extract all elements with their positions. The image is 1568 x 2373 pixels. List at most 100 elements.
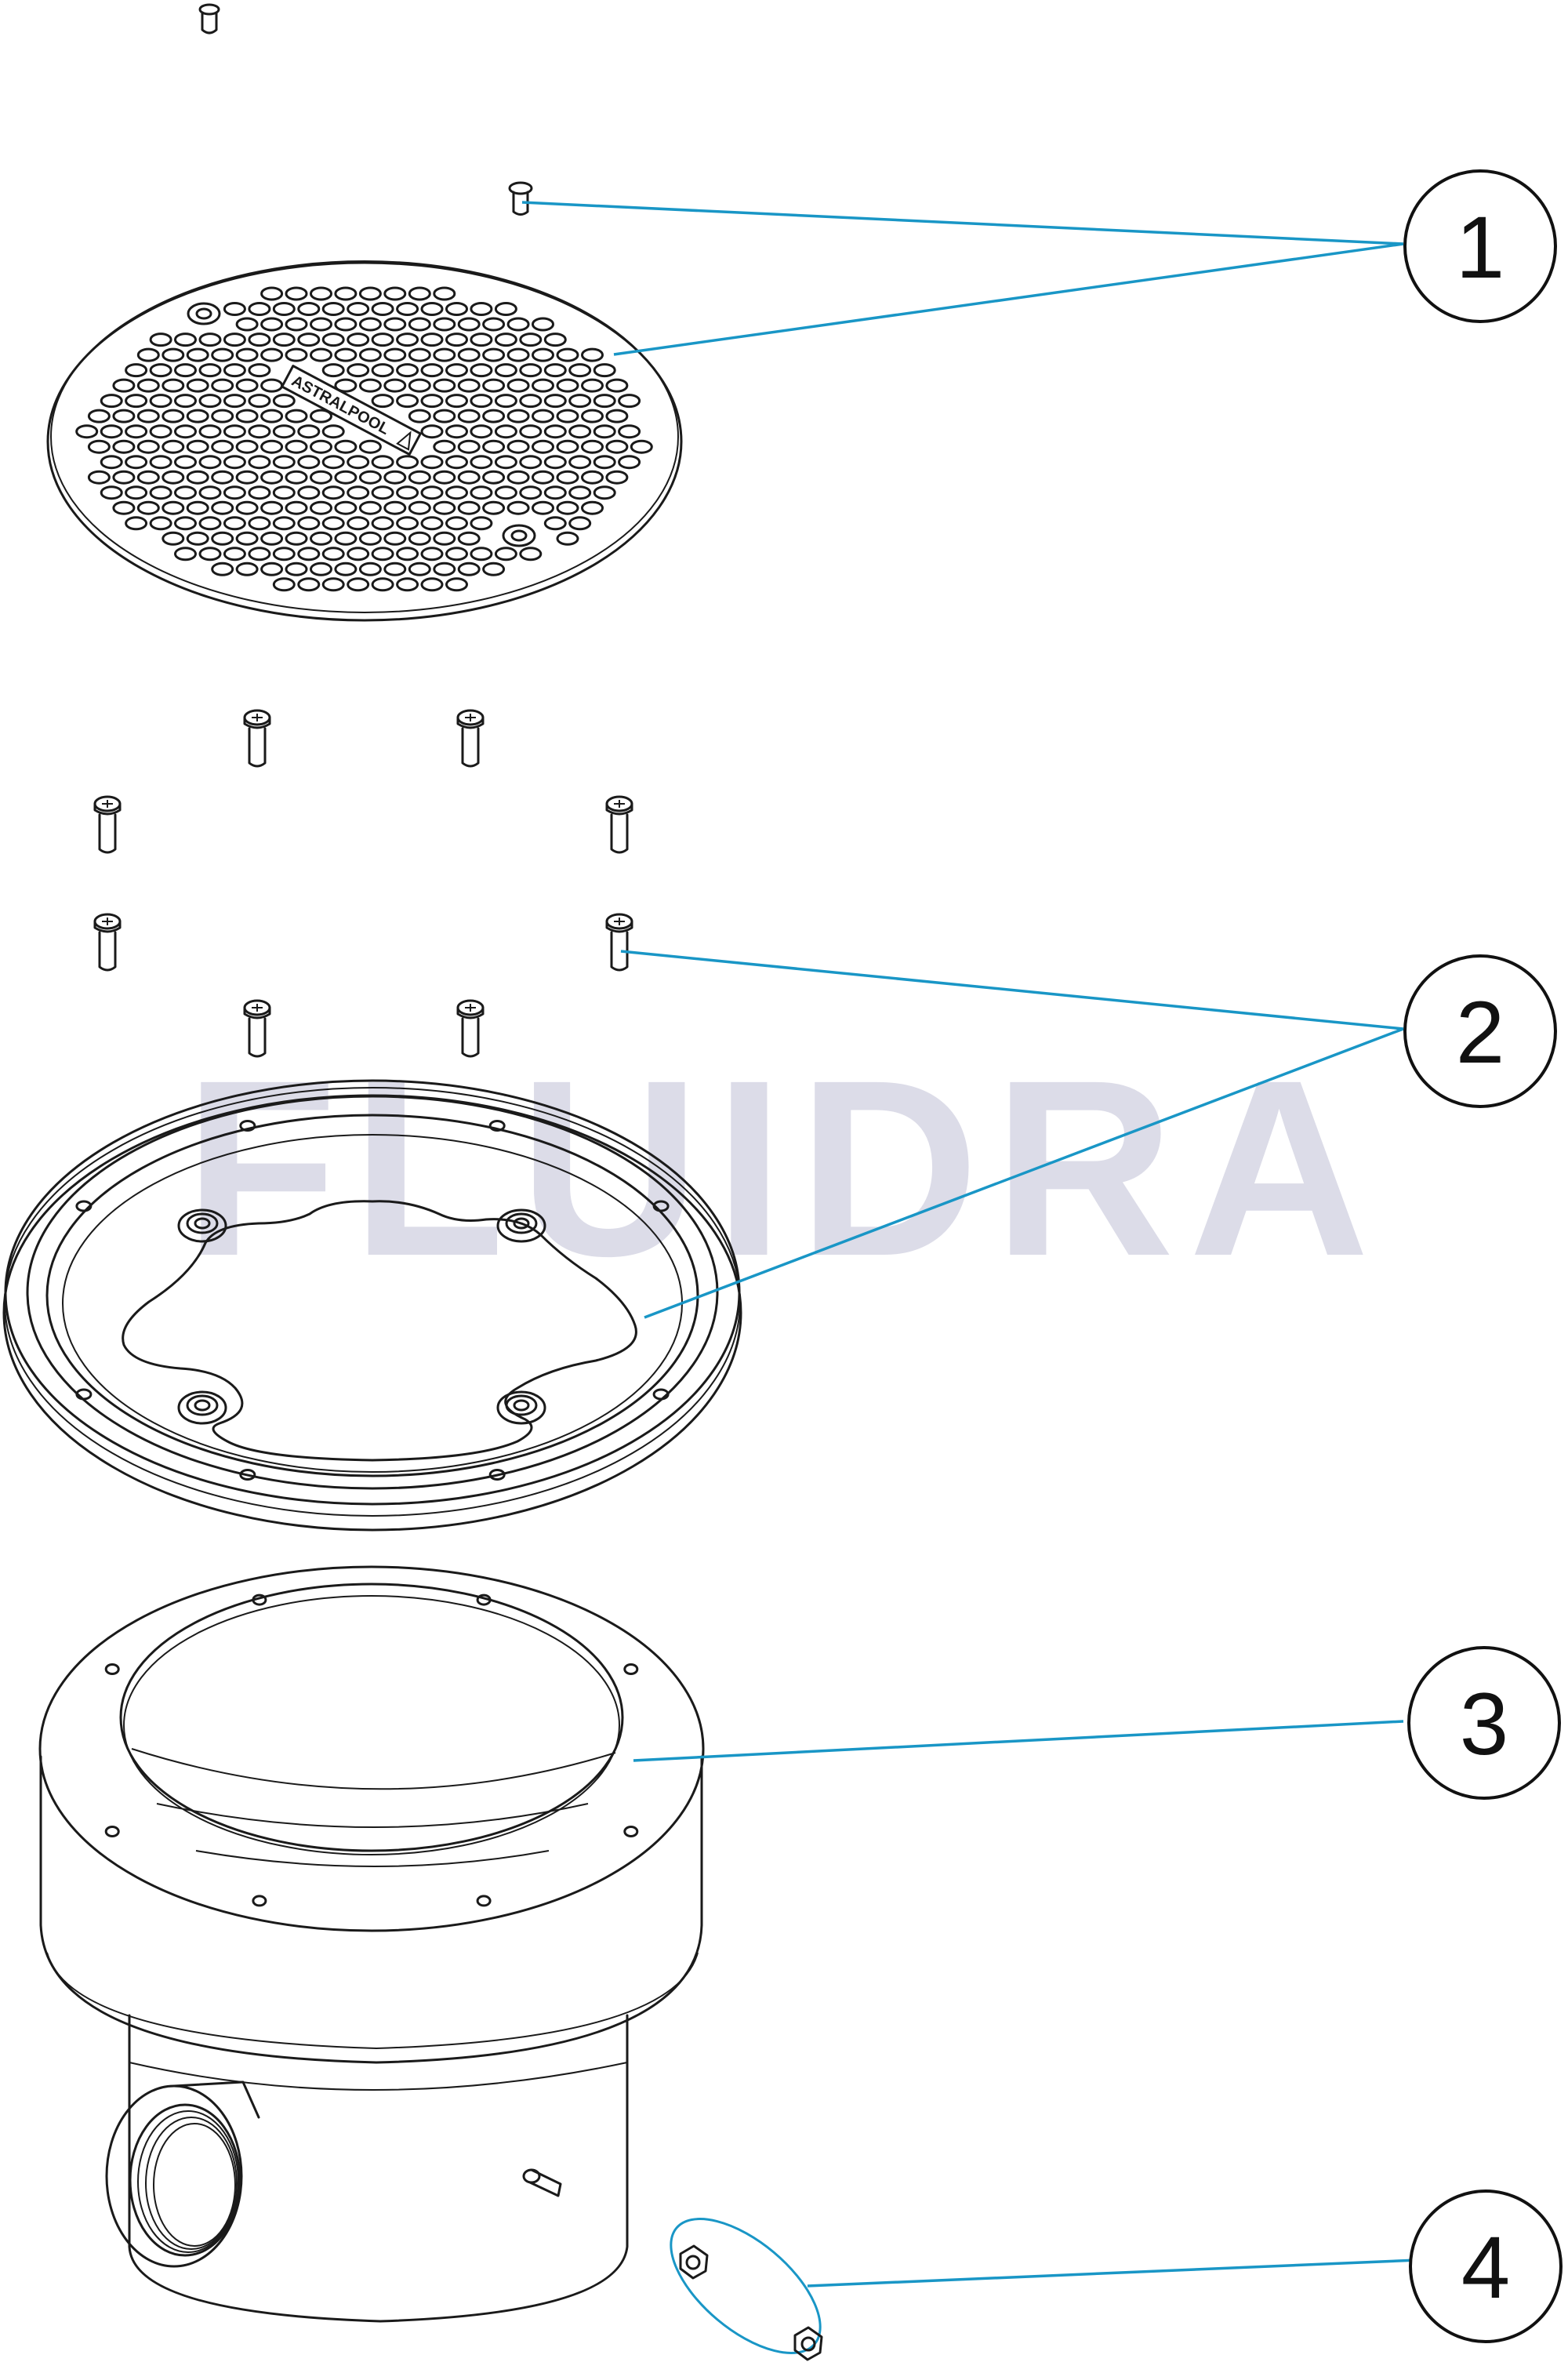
flange-hole <box>623 1663 639 1675</box>
grate-hole <box>494 394 517 409</box>
grate-hole <box>211 470 234 485</box>
nut-2 <box>793 2326 823 2361</box>
grate-hole <box>445 455 468 470</box>
grate-hole <box>358 439 382 454</box>
grate-hole <box>506 470 530 485</box>
grate-hole <box>532 378 554 393</box>
frame-ring-part <box>2 1079 742 1532</box>
grate-hole <box>556 531 579 546</box>
grate-hole <box>186 531 209 546</box>
grate-hole <box>494 333 517 347</box>
grate-hole <box>383 347 407 362</box>
grate-hole <box>310 347 332 362</box>
grate-hole <box>420 547 444 561</box>
grate-hole <box>408 500 431 515</box>
grate-hole <box>174 547 197 561</box>
callout-3: 3 <box>1407 1646 1561 1800</box>
grate-hole <box>285 347 308 362</box>
grate-hole <box>358 378 382 393</box>
grate-hole <box>396 485 419 500</box>
grate-hole <box>618 394 641 409</box>
grate-hole <box>149 333 172 347</box>
grate-hole <box>470 394 493 409</box>
grate-hole <box>149 485 172 500</box>
grate-hole <box>235 561 259 576</box>
frame-boss <box>177 1390 227 1425</box>
grate-hole <box>321 302 345 316</box>
grate-hole <box>445 363 468 378</box>
grate-hole <box>494 302 517 316</box>
grate-hole <box>310 409 332 423</box>
grate-hole <box>506 347 530 362</box>
grate-hole <box>568 516 592 531</box>
grate-hole <box>445 424 468 439</box>
grate-hole <box>494 363 517 378</box>
grate-hole <box>568 455 592 470</box>
grate-hole <box>272 577 296 592</box>
frame-screw <box>605 913 633 972</box>
grate-hole <box>532 347 554 362</box>
flange-hole <box>623 1826 639 1837</box>
frame-screw <box>456 709 485 768</box>
grate-hole <box>112 439 136 454</box>
grate-hole <box>445 394 468 409</box>
grate-hole <box>100 424 123 439</box>
grate-hole <box>162 409 185 423</box>
grate-hole <box>136 347 160 362</box>
grate-hole <box>260 409 284 423</box>
grate-hole <box>198 485 222 500</box>
grate-hole <box>75 424 99 439</box>
grate-hole <box>347 302 370 316</box>
grate-hole <box>334 439 358 454</box>
grate-hole <box>260 317 284 332</box>
grate-hole <box>470 424 493 439</box>
grate-hole <box>186 470 209 485</box>
grate-hole <box>235 470 259 485</box>
grate-hole <box>136 470 160 485</box>
grate-hole <box>519 455 543 470</box>
callout-circle <box>1407 1646 1561 1800</box>
grate-hole <box>149 455 172 470</box>
grate-hole <box>125 485 148 500</box>
callout-circle <box>1403 954 1557 1108</box>
callout-number: 3 <box>1460 1675 1508 1773</box>
frame-boss <box>177 1208 227 1243</box>
grate-hole <box>457 409 481 423</box>
grate-hole <box>433 317 456 332</box>
frame-hole <box>239 1469 256 1481</box>
grate-hole <box>457 470 481 485</box>
callout-number: 4 <box>1461 2219 1510 2317</box>
grate-hole <box>174 424 197 439</box>
grate-hole <box>235 500 259 515</box>
grate-hole <box>433 378 456 393</box>
grate-hole <box>470 516 493 531</box>
grate-hole <box>174 455 197 470</box>
grate-hole <box>87 409 111 423</box>
flange-hole <box>104 1663 120 1675</box>
frame-hole <box>488 1469 506 1481</box>
lower-cylinder <box>128 2014 629 2323</box>
grate-hole <box>272 333 296 347</box>
grate-hole <box>310 500 332 515</box>
grate-hole <box>297 516 321 531</box>
frame-screw <box>243 999 271 1058</box>
frame-holes <box>75 1120 670 1481</box>
grate-hole <box>457 531 481 546</box>
flange-hole <box>476 1594 492 1606</box>
grate-hole <box>285 286 308 301</box>
grate-hole <box>581 500 604 515</box>
grate-hole <box>383 561 407 576</box>
callout-circle <box>1409 2189 1563 2343</box>
grate-hole <box>482 500 506 515</box>
grate-hole <box>149 516 172 531</box>
grate-hole <box>383 286 407 301</box>
grate-hole <box>223 424 246 439</box>
frame-screw <box>456 999 485 1058</box>
grate-hole <box>223 333 246 347</box>
grate-hole <box>334 500 358 515</box>
grate-hole <box>605 470 629 485</box>
frame-hole <box>652 1388 670 1401</box>
frame-screw <box>93 795 122 854</box>
grate-hole <box>198 547 222 561</box>
grate-hole <box>248 394 271 409</box>
